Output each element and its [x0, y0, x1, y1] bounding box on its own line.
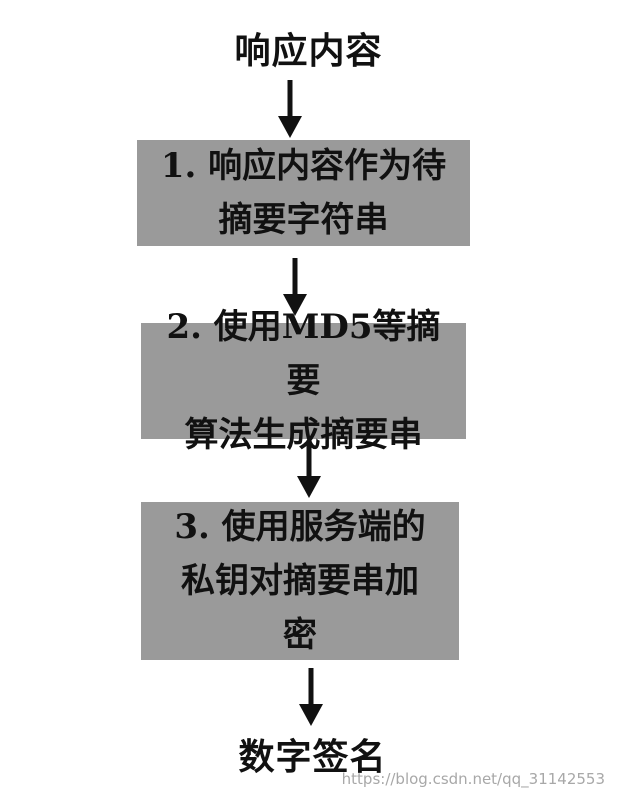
arrow-icon [299, 668, 323, 726]
arrow-icon [297, 440, 321, 498]
step-box-3: 3. 使用服务端的 私钥对摘要串加 密 [141, 502, 459, 660]
arrow-icon [283, 258, 307, 316]
end-label: 数字签名 [238, 737, 387, 778]
step-box-2: 2. 使用MD5等摘要 算法生成摘要串 [141, 307, 466, 455]
step-label-1: 1. 响应内容作为待 摘要字符串 [160, 146, 447, 240]
start-label: 响应内容 [234, 31, 383, 72]
arrow-icon [278, 80, 302, 138]
step-box-1: 1. 响应内容作为待 摘要字符串 [137, 140, 470, 246]
step-label-3: 3. 使用服务端的 私钥对摘要串加 密 [174, 507, 426, 655]
watermark-text: https://blog.csdn.net/qq_31142553 [341, 770, 605, 788]
step-label-2: 2. 使用MD5等摘要 算法生成摘要串 [166, 307, 441, 455]
